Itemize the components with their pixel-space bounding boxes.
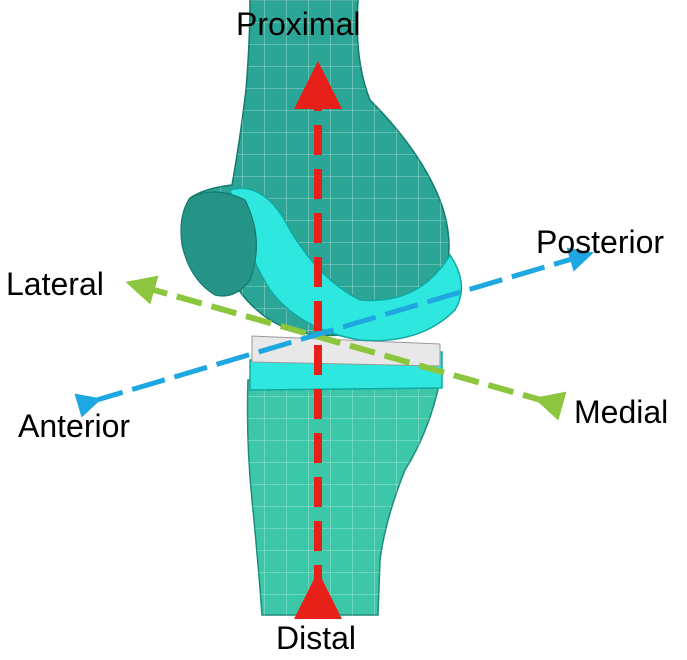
label-anterior: Anterior [18, 410, 130, 442]
meniscus [252, 336, 440, 366]
label-proximal: Proximal [236, 8, 360, 40]
label-distal: Distal [276, 622, 356, 654]
label-posterior: Posterior [536, 226, 664, 258]
label-lateral: Lateral [6, 268, 104, 300]
label-medial: Medial [574, 396, 668, 428]
tibia [248, 380, 441, 615]
